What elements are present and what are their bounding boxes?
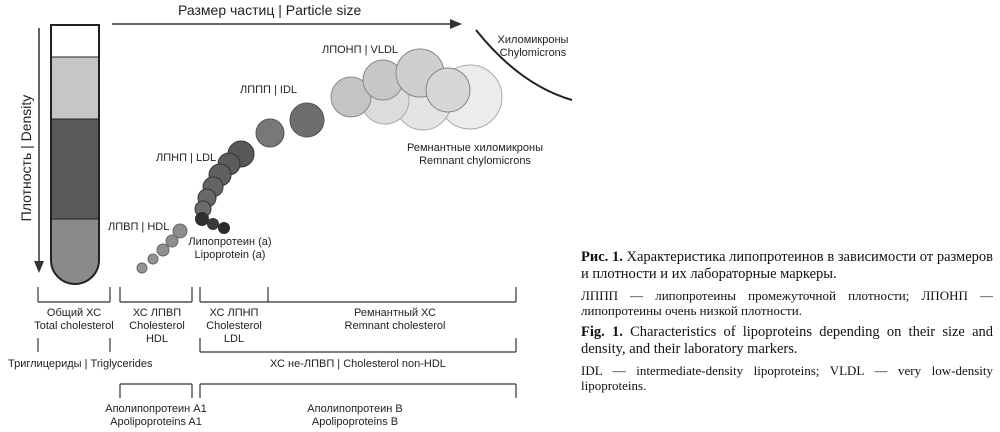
particle — [165, 234, 179, 248]
marker-brackets — [37, 287, 517, 398]
non-hdl-cholesterol-label: ХС не-ЛПВП | Cholesterol non-HDL — [270, 358, 446, 370]
vldl-particles — [330, 48, 471, 118]
hdl-particles — [136, 223, 188, 274]
idl-label: ЛППП | IDL — [240, 84, 298, 96]
particle — [136, 262, 148, 274]
particle — [218, 222, 230, 234]
particle — [289, 102, 325, 138]
particle — [330, 76, 372, 118]
hdl-cholesterol-label: ХС ЛПВП Cholesterol HDL — [129, 307, 185, 345]
chylomicrons-label: Хиломикроны Chylomicrons — [497, 34, 569, 59]
apolipoprotein-a1-label: Аполипопротеин А1 Apolipoproteins A1 — [105, 403, 207, 428]
caption-ru-abbreviations: ЛППП — липопротеины промежуточной плотно… — [581, 288, 993, 318]
lipoprotein-a-particles — [195, 212, 230, 234]
tube-band-bottom — [51, 219, 99, 284]
tube-band-top — [51, 25, 99, 57]
apolipoprotein-b-label: Аполипопротеин В Apolipoproteins B — [307, 403, 403, 428]
hdl-label: ЛПВП | HDL — [108, 221, 170, 233]
particle — [147, 253, 159, 265]
ldl-cholesterol-label: ХС ЛПНП Cholesterol LDL — [206, 307, 262, 345]
remnant-chylomicrons-label: Ремнантные хиломикроны Remnant chylomicr… — [406, 142, 544, 167]
caption-en-abbreviations: IDL — intermediate-density lipoproteins;… — [581, 363, 993, 393]
density-tube — [50, 24, 100, 285]
lipoprotein-a-label: Липопротеин (a) Lipoprotein (a) — [188, 236, 272, 261]
particle — [195, 212, 209, 226]
figure-graphics — [34, 19, 573, 398]
idl-particles — [255, 102, 325, 148]
density-axis-arrowhead — [34, 261, 44, 273]
particle — [255, 118, 285, 148]
remnant-cholesterol-label: Ремнантный ХС Remnant cholesterol — [344, 307, 446, 332]
ldl-particles — [194, 140, 255, 218]
size-axis-arrowhead — [450, 19, 462, 29]
particle — [425, 67, 471, 113]
ldl-label: ЛПНП | LDL — [156, 152, 217, 164]
size-axis-label: Размер частиц | Particle size — [178, 2, 362, 18]
tube-band-dark — [51, 119, 99, 219]
chylomicron-arc — [475, 29, 573, 101]
particle — [172, 223, 188, 239]
figure-caption: Рис. 1. Характеристика липопротеинов в з… — [581, 249, 993, 393]
total-cholesterol-label: Общий ХС Total cholesterol — [34, 307, 114, 332]
tube-outline — [50, 24, 100, 285]
particle — [156, 243, 170, 257]
particle — [207, 218, 219, 230]
vldl-label: ЛПОНП | VLDL — [322, 44, 399, 56]
tube-band-light — [51, 57, 99, 119]
caption-ru-title: Рис. 1. Характеристика липопротеинов в з… — [581, 249, 994, 282]
caption-en-title: Fig. 1. Characteristics of lipoproteins … — [581, 324, 994, 357]
density-axis-label: Плотность | Density — [18, 94, 34, 222]
triglycerides-label: Триглицериды | Triglycerides — [8, 358, 153, 370]
